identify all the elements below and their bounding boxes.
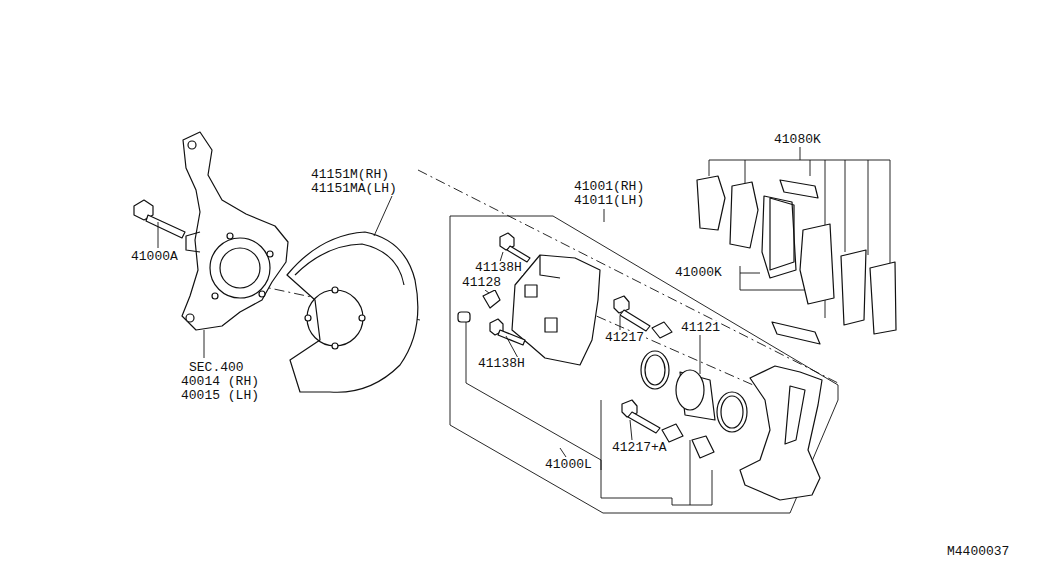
- dust-shield: [287, 232, 418, 392]
- leader-line: [604, 209, 605, 222]
- assembly-frame: [450, 160, 890, 513]
- steering-knuckle: [182, 132, 288, 330]
- caliper-bracket: [740, 366, 822, 500]
- leader-line: [374, 196, 392, 236]
- brake-pads: [697, 176, 896, 344]
- part-number: 41121: [680, 321, 721, 335]
- drawing-number: M4400037: [946, 545, 1010, 559]
- part-number: 41138H: [477, 357, 526, 371]
- part-number: 41128: [461, 276, 502, 290]
- part-number: 40015 (LH): [180, 389, 260, 403]
- leader-line: [740, 273, 760, 274]
- part-number: 41011(LH): [573, 194, 645, 208]
- part-number: 41080K: [773, 133, 822, 147]
- part-number: 40014 (RH): [180, 375, 260, 389]
- part-number: 41217: [604, 331, 645, 345]
- part-number: 41000K: [674, 266, 723, 280]
- leader-line: [485, 290, 489, 293]
- part-number: 41151MA(LH): [310, 182, 398, 196]
- caliper-body: [512, 255, 600, 365]
- part-number: 41151M(RH): [310, 168, 390, 182]
- leader-line: [620, 316, 621, 330]
- bolt: [134, 200, 185, 238]
- part-number: 41138H: [474, 261, 523, 275]
- leader-line: [158, 222, 159, 248]
- part-number: 41001(RH): [573, 180, 645, 194]
- leader-line: [700, 335, 701, 374]
- leader-line: [204, 330, 205, 358]
- leader-line: [506, 336, 518, 358]
- piston-seals: [641, 351, 747, 432]
- part-number: SEC.400: [188, 361, 245, 375]
- leader-line: [560, 448, 566, 457]
- part-number: 41217+A: [611, 441, 668, 455]
- leader-line: [630, 420, 632, 440]
- part-number: 41000A: [130, 250, 179, 264]
- part-number: 41000L: [544, 458, 593, 472]
